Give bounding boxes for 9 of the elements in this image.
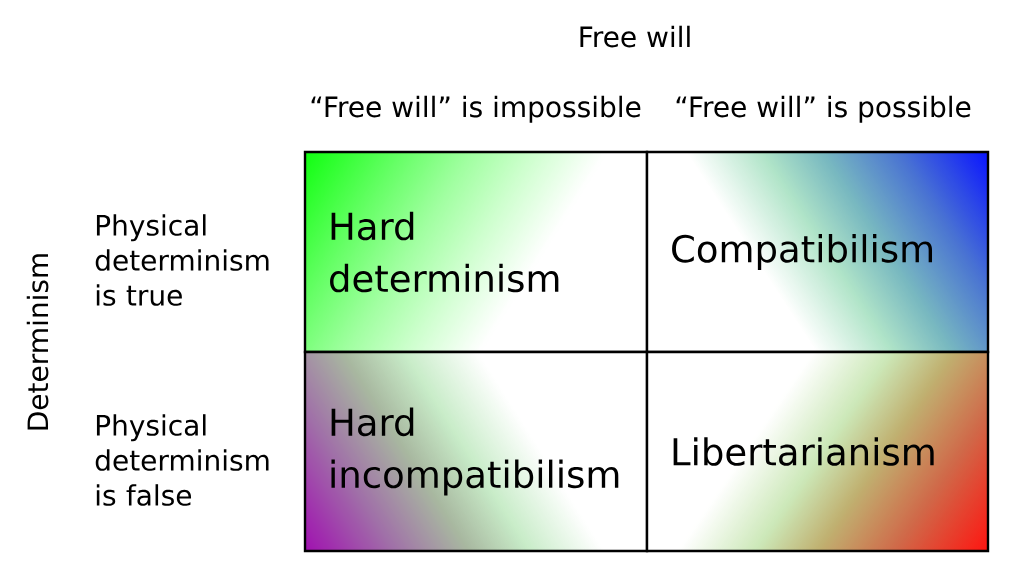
axis-title: Determinism <box>26 254 49 430</box>
column-heading: “Free will” is impossible <box>311 95 641 123</box>
row-heading: Physical determinism is true <box>95 214 269 306</box>
axis-title: Free will <box>580 25 690 48</box>
quadrant-box: Compatibilism <box>645 150 990 354</box>
column-heading: “Free will” is possible <box>676 95 971 123</box>
quadrant-box: Libertarianism <box>645 350 990 553</box>
row-heading: Physical determinism is false <box>95 414 269 506</box>
quadrant-box: Hard determinism <box>303 150 649 354</box>
